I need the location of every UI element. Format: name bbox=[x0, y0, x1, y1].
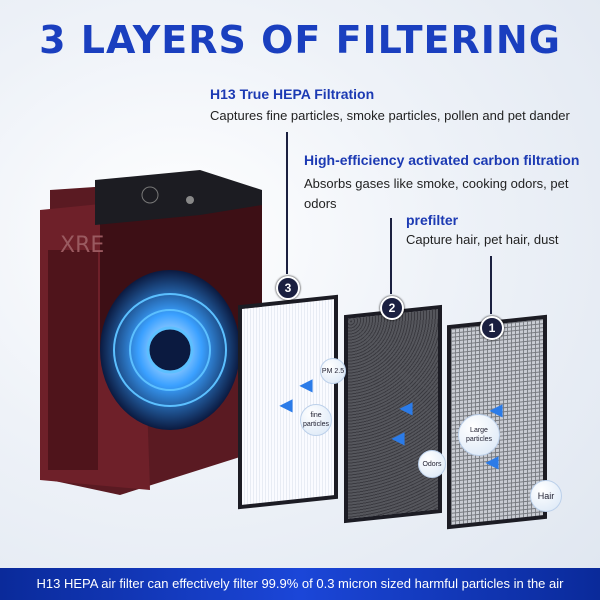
layer-3-badge: 3 bbox=[276, 276, 300, 300]
odors-bubble: Odors bbox=[418, 450, 446, 478]
layer-3-leader bbox=[286, 132, 288, 274]
page-title: 3 LAYERS OF FILTERING bbox=[39, 18, 561, 62]
fine-particles-bubble: fine particles bbox=[300, 404, 332, 436]
hair-bubble: Hair bbox=[530, 480, 562, 512]
pm25-bubble: PM 2.5 bbox=[320, 358, 346, 384]
airflow-arrow-icon: ◀ bbox=[486, 454, 499, 471]
layer-2-heading: High-efficiency activated carbon filtrat… bbox=[304, 152, 580, 168]
airflow-arrow-icon: ◀ bbox=[300, 377, 313, 394]
purifier-control-panel bbox=[95, 170, 262, 225]
air-purifier: XRE bbox=[40, 170, 262, 495]
layer-1-heading: prefilter bbox=[406, 212, 459, 228]
layer-2-badge: 2 bbox=[380, 296, 404, 320]
layer-3-description: Captures fine particles, smoke particles… bbox=[210, 108, 570, 123]
footer-banner: H13 HEPA air filter can effectively filt… bbox=[0, 568, 600, 600]
layer-1-leader bbox=[490, 256, 492, 314]
airflow-arrow-icon: ◀ bbox=[400, 400, 413, 417]
layer-1-description: Capture hair, pet hair, dust bbox=[406, 232, 559, 247]
carbon-filter bbox=[344, 304, 442, 524]
layer-2-description: Absorbs gases like smoke, cooking odors,… bbox=[304, 176, 569, 211]
brand-mark: XRE bbox=[60, 233, 104, 258]
layer-2-leader bbox=[390, 218, 392, 294]
layer-3-heading: H13 True HEPA Filtration bbox=[210, 86, 375, 102]
airflow-arrow-icon: ◀ bbox=[490, 402, 503, 419]
airflow-arrow-icon: ◀ bbox=[392, 430, 405, 447]
layer-1-badge: 1 bbox=[480, 316, 504, 340]
power-icon bbox=[141, 186, 159, 204]
airflow-arrow-icon: ◀ bbox=[280, 397, 293, 414]
large-particles-bubble: Large particles bbox=[458, 414, 500, 456]
mesh-grille bbox=[48, 250, 98, 470]
